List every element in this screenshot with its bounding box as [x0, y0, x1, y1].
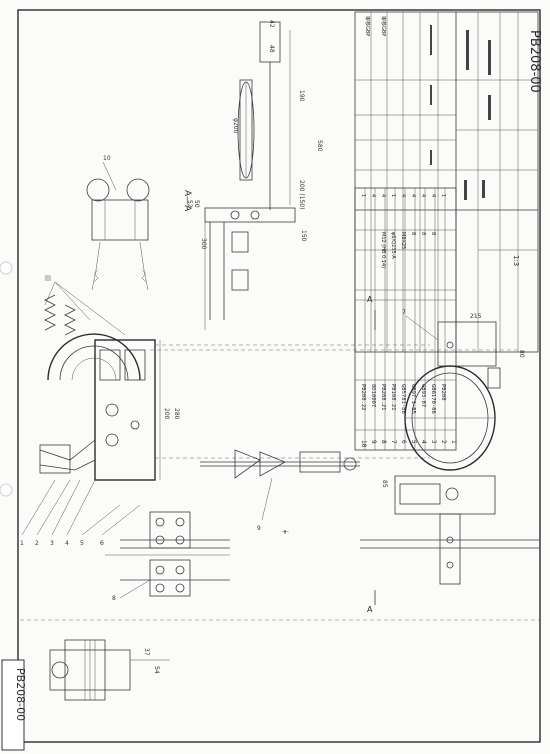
- dim-150: 150: [300, 230, 307, 242]
- part-spec-8: M12 (HB 0.14): [380, 232, 386, 268]
- part-code-8: PB208.21: [380, 384, 386, 411]
- part-qty-2: 1: [440, 194, 446, 197]
- part-qty-4: 4: [420, 194, 426, 197]
- part-no-3: 3: [430, 440, 437, 444]
- part-no-9: 9: [370, 440, 377, 444]
- section-mark-a-top: A: [367, 295, 373, 304]
- callout-1: 1: [20, 540, 24, 547]
- part-qty-7: 1: [390, 194, 396, 197]
- part-no-8: 8: [380, 440, 387, 444]
- callout-4: 4: [65, 540, 69, 547]
- dim-50: 50: [193, 200, 200, 208]
- dim-580: 580: [316, 140, 323, 152]
- dim-215: 215: [470, 313, 482, 320]
- dim-85: 85: [381, 480, 388, 488]
- part-no-4: 4: [420, 440, 427, 444]
- dim-d200: φ200: [232, 118, 239, 134]
- part-code-4: GB93-87: [420, 384, 426, 407]
- dim-280: 280: [173, 408, 180, 420]
- part-no-7: 7: [390, 440, 397, 444]
- part-code-7: PB108.21: [390, 384, 396, 411]
- part-spec-7: φ6/Q235-A: [390, 232, 396, 259]
- callout-8: 8: [112, 595, 116, 602]
- pulley-assembly-view: 190 580 φ200 42 48 50 52 200 (150) 300 1…: [150, 20, 520, 351]
- part-no-6: 6: [400, 440, 407, 444]
- binder-hole-bottom: [0, 483, 13, 497]
- side-view-detail: 54 37: [49, 639, 170, 701]
- part-no-10: 10: [360, 440, 367, 448]
- part-code-5: GB97.1-85: [410, 384, 416, 414]
- callout-6: 6: [100, 540, 104, 547]
- dim-300: 300: [200, 238, 207, 250]
- dim-48: 48: [268, 45, 275, 53]
- dim-37: 37: [143, 648, 150, 656]
- callout-7: 7: [402, 309, 406, 316]
- part-no-2: 2: [440, 440, 447, 444]
- title-scale: 1:3: [512, 255, 520, 266]
- dim-52: 52: [186, 200, 193, 208]
- part-qty-3: 4: [430, 194, 436, 197]
- title-drawing-number: PB208-00: [527, 30, 542, 93]
- part-code-10: PB208.22: [360, 384, 366, 411]
- dim-54: 54: [153, 666, 160, 674]
- part-code-9: 8D10007: [370, 384, 376, 407]
- part-code-2: PB208: [440, 384, 446, 401]
- part-spec-6: M8X25: [400, 232, 406, 249]
- part-qty-8: 4: [380, 194, 386, 197]
- rope-clamp-9: 9 ╪: [200, 449, 360, 534]
- binder-hole-top: [0, 261, 13, 275]
- part-spec-4: 8: [420, 232, 426, 235]
- callout-3: 3: [50, 540, 54, 547]
- title-block: PB208-00 1:3 审核GBP 审核GBP: [354, 11, 542, 353]
- main-mechanism: ||| 200 280 1 2 3 4: [20, 275, 430, 547]
- dim-80: 80: [518, 350, 525, 358]
- section-label-aa: A—A: [182, 190, 192, 212]
- part-spec-5: 8: [410, 232, 416, 235]
- title-note-1: 审核GBP: [364, 16, 371, 36]
- part-qty-5: 4: [410, 194, 416, 197]
- parts-list: 10 9 8 7 6 5 4 3 2 1 PB208.22 8D10007 PB…: [354, 187, 457, 451]
- title-note-2: 审核GBP: [380, 16, 387, 36]
- part-spec-3: 8: [430, 232, 436, 235]
- part-qty-10: 1: [360, 194, 366, 197]
- stamp-drawing-number: PB208-00: [14, 668, 27, 721]
- part-qty-6: 4: [400, 194, 406, 197]
- big-pulley-7: 7 215 80 85: [360, 309, 540, 585]
- part-no-1: 1: [450, 440, 457, 444]
- border-frame: [17, 9, 541, 743]
- callout-5: 5: [80, 540, 84, 547]
- detail-10-bracket: 10: [86, 155, 150, 291]
- mounting-blocks-8: 8: [105, 511, 230, 602]
- part-code-3: GB6170-86: [430, 384, 436, 414]
- callout-9: 9: [257, 525, 261, 532]
- part-no-5: 5: [410, 440, 417, 444]
- dim-190: 190: [298, 90, 305, 102]
- section-mark-a-bottom: A: [367, 605, 373, 614]
- dim-200b: 200: [163, 408, 170, 420]
- callout-2: 2: [35, 540, 39, 547]
- part-code-6: GB5781-86: [400, 384, 406, 414]
- part-qty-9: 4: [370, 194, 376, 197]
- stamp-box: [1, 659, 25, 751]
- callouts-1-6: 1 2 3 4 5 6: [20, 479, 141, 547]
- dim-200-150: 200 (150): [298, 180, 305, 210]
- rope-label: ╪: [281, 529, 289, 534]
- dim-42: 42: [268, 20, 275, 28]
- callout-label-top: |||: [44, 275, 51, 281]
- callout-10: 10: [103, 155, 111, 162]
